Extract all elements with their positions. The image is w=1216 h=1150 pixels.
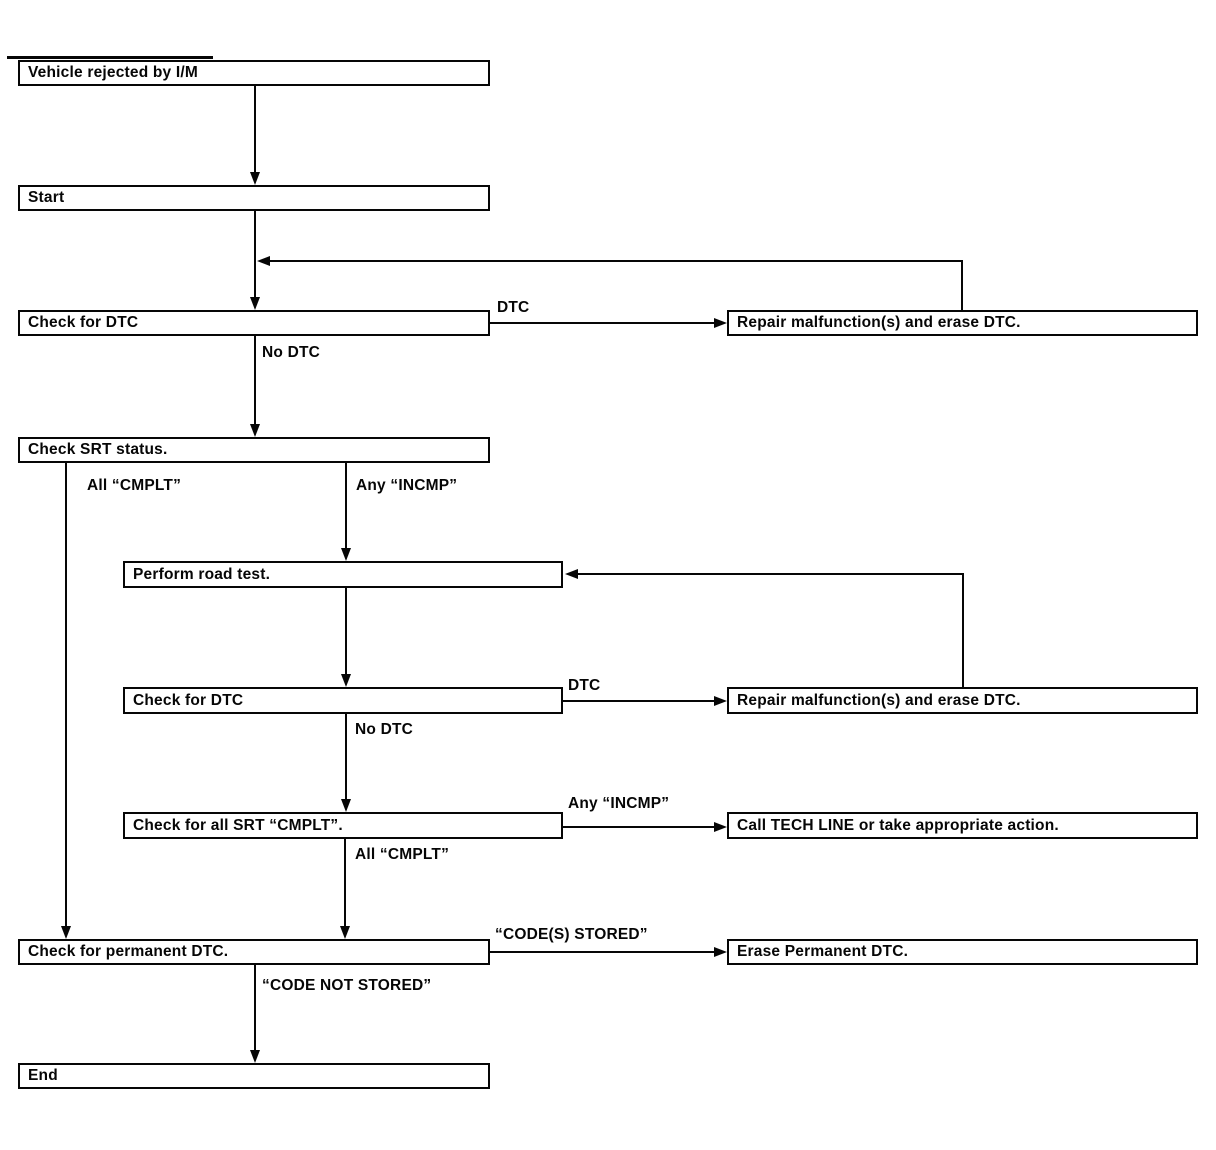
node-check-all-srt-label: Check for all SRT “CMPLT”.	[133, 816, 343, 834]
node-road-test-label: Perform road test.	[133, 565, 271, 583]
arrowhead-into-check-dtc-1	[250, 297, 260, 310]
arrowhead-into-check-permanent-mid	[340, 926, 350, 939]
loop-line-repair-1-horizontal	[270, 260, 963, 262]
flow-line-start-to-check-dtc-1	[254, 211, 256, 297]
edge-label-dtc-1: DTC	[497, 299, 530, 316]
node-check-dtc-2-label: Check for DTC	[133, 691, 244, 709]
edge-label-codes-stored: “CODE(S) STORED”	[495, 926, 648, 943]
scan-artifact-line	[7, 56, 213, 59]
edge-label-all-cmplt-1: All “CMPLT”	[87, 477, 182, 494]
loop-line-repair-1-vertical	[961, 260, 963, 310]
node-vehicle-rejected-label: Vehicle rejected by I/M	[28, 64, 199, 81]
edge-label-code-not-stored: “CODE NOT STORED”	[262, 977, 432, 994]
node-start: Start	[18, 185, 490, 211]
node-check-dtc-1-label: Check for DTC	[28, 314, 139, 331]
flow-line-check-permanent-to-erase	[490, 951, 715, 953]
loop-line-repair-2-vertical	[962, 573, 964, 687]
node-check-dtc-2: Check for DTC	[123, 687, 563, 714]
node-check-permanent-dtc: Check for permanent DTC.	[18, 939, 490, 965]
arrowhead-into-call-tech	[714, 822, 727, 832]
arrowhead-into-repair-1	[714, 318, 727, 328]
flow-line-check-dtc-1-to-check-srt	[254, 336, 256, 426]
arrowhead-into-check-srt	[250, 424, 260, 437]
flow-line-road-test-to-check-dtc-2	[345, 588, 347, 676]
loop-line-repair-2-horizontal	[578, 573, 964, 575]
edge-label-any-incmp-1: Any “INCMP”	[356, 477, 458, 494]
edge-label-no-dtc-2: No DTC	[355, 721, 414, 738]
node-check-dtc-1: Check for DTC	[18, 310, 490, 336]
node-erase-permanent-dtc-label: Erase Permanent DTC.	[737, 943, 909, 960]
arrowhead-into-check-permanent-left	[61, 926, 71, 939]
node-start-label: Start	[28, 189, 65, 206]
arrowhead-into-repair-2	[714, 696, 727, 706]
flow-line-any-incmp-to-road-test	[345, 463, 347, 551]
edge-label-any-incmp-2: Any “INCMP”	[568, 795, 670, 812]
edge-label-dtc-2: DTC	[568, 677, 601, 694]
node-check-srt-status-label: Check SRT status.	[28, 441, 168, 458]
flow-line-check-dtc-1-to-repair-1	[490, 322, 715, 324]
flow-line-check-dtc-2-to-repair-2	[563, 700, 715, 702]
arrowhead-into-end	[250, 1050, 260, 1063]
flow-line-check-all-srt-to-call-tech	[563, 826, 715, 828]
arrowhead-into-erase-permanent	[714, 947, 727, 957]
arrowhead-loop-repair-2	[565, 569, 578, 579]
arrowhead-into-check-all-srt	[341, 799, 351, 812]
arrowhead-loop-repair-1	[257, 256, 270, 266]
edge-label-no-dtc-1: No DTC	[262, 344, 321, 361]
node-repair-2: Repair malfunction(s) and erase DTC.	[727, 687, 1198, 714]
node-repair-1-label: Repair malfunction(s) and erase DTC.	[737, 314, 1021, 331]
node-end-label: End	[28, 1067, 58, 1084]
flow-line-vehicle-to-start	[254, 86, 256, 173]
node-road-test: Perform road test.	[123, 561, 563, 588]
arrowhead-into-start	[250, 172, 260, 185]
arrowhead-into-check-dtc-2	[341, 674, 351, 687]
arrowhead-into-road-test	[341, 548, 351, 561]
flow-line-all-cmplt-to-check-permanent	[65, 463, 67, 928]
node-check-srt-status: Check SRT status.	[18, 437, 490, 463]
node-check-all-srt: Check for all SRT “CMPLT”.	[123, 812, 563, 839]
node-check-permanent-dtc-label: Check for permanent DTC.	[28, 943, 229, 960]
flow-line-check-all-srt-to-check-permanent	[344, 839, 346, 927]
node-call-tech-line: Call TECH LINE or take appropriate actio…	[727, 812, 1198, 839]
edge-label-all-cmplt-2: All “CMPLT”	[355, 846, 450, 863]
node-repair-1: Repair malfunction(s) and erase DTC.	[727, 310, 1198, 336]
flow-line-check-dtc-2-to-check-all-srt	[345, 714, 347, 802]
node-call-tech-line-label: Call TECH LINE or take appropriate actio…	[737, 816, 1059, 834]
node-erase-permanent-dtc: Erase Permanent DTC.	[727, 939, 1198, 965]
node-end: End	[18, 1063, 490, 1089]
node-vehicle-rejected: Vehicle rejected by I/M	[18, 60, 490, 86]
flow-line-check-permanent-to-end	[254, 965, 256, 1052]
node-repair-2-label: Repair malfunction(s) and erase DTC.	[737, 691, 1021, 709]
